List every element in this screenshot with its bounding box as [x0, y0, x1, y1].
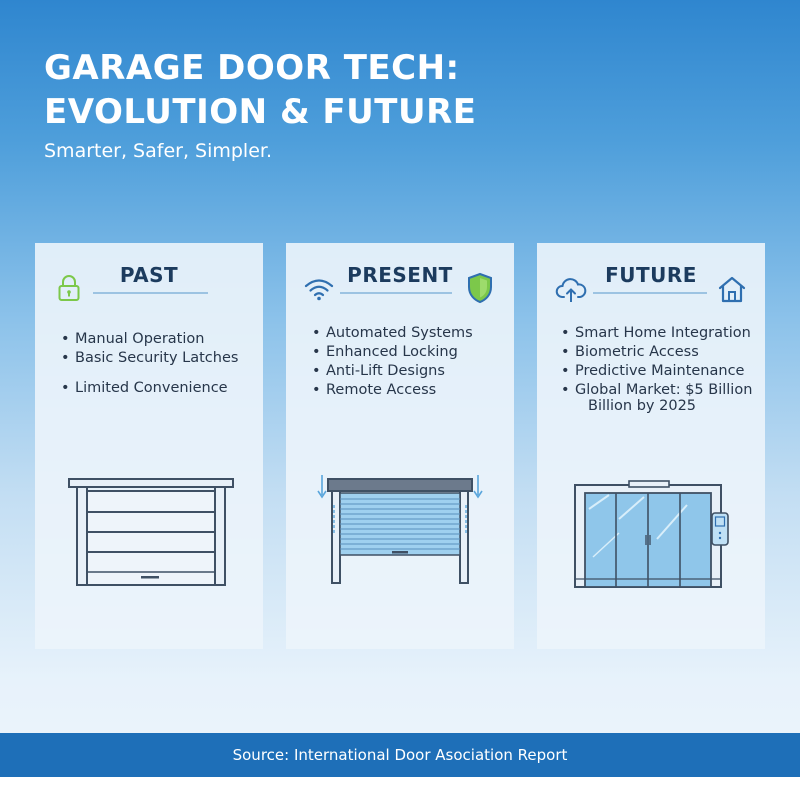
list-item: Anti-Lift Designs: [312, 363, 473, 379]
feature-list: Smart Home Integration Biometric Access …: [561, 325, 752, 414]
title-line-2: EVOLUTION & FUTURE: [44, 92, 477, 132]
card-title: FUTURE: [605, 263, 697, 287]
list-item: Enhanced Locking: [312, 344, 473, 360]
title-line-1: GARAGE DOOR TECH:: [44, 48, 460, 88]
list-item: Biometric Access: [561, 344, 752, 360]
list-item: Smart Home Integration: [561, 325, 752, 341]
card-header: PRESENT: [286, 243, 514, 313]
list-item: Predictive Maintenance: [561, 363, 752, 379]
smart-glass-door-illustration: [574, 480, 729, 588]
title-underline: [340, 292, 452, 294]
card-past: PAST Manual Operation Basic Security Lat…: [35, 243, 263, 649]
page-subtitle: Smarter, Safer, Simpler.: [44, 140, 273, 162]
card-present: PRESENT Automated Systems Enhanced Locki…: [286, 243, 514, 649]
card-header: FUTURE: [537, 243, 765, 313]
title-underline: [93, 292, 208, 294]
list-item: Remote Access: [312, 382, 473, 398]
list-item: Manual Operation: [61, 331, 238, 347]
list-item: Global Market: $5 Billion: [561, 382, 752, 398]
feature-list: Manual Operation Basic Security Latches …: [61, 331, 238, 396]
shield-icon: [468, 272, 492, 304]
manual-garage-door-illustration: [68, 478, 234, 586]
automated-garage-door-illustration: [317, 475, 483, 584]
cloud-upload-icon: [555, 278, 587, 302]
list-item: Automated Systems: [312, 325, 473, 341]
lock-icon: [58, 275, 80, 301]
title-underline: [593, 292, 707, 294]
list-item-continued: Billion by 2025: [588, 398, 697, 414]
card-title: PRESENT: [347, 263, 453, 287]
wifi-icon: [304, 279, 334, 301]
home-icon: [718, 276, 746, 303]
page-title: GARAGE DOOR TECH: EVOLUTION & FUTURE: [44, 46, 476, 134]
card-future: FUTURE Smart Home Integration Biometric …: [537, 243, 765, 649]
source-footer: Source: International Door Asociation Re…: [0, 733, 800, 777]
list-item: Limited Convenience: [61, 380, 238, 396]
bottom-margin: [0, 777, 800, 800]
card-title: PAST: [119, 263, 179, 287]
card-header: PAST: [35, 243, 263, 313]
list-item: Basic Security Latches: [61, 350, 238, 366]
feature-list: Automated Systems Enhanced Locking Anti-…: [312, 325, 473, 398]
